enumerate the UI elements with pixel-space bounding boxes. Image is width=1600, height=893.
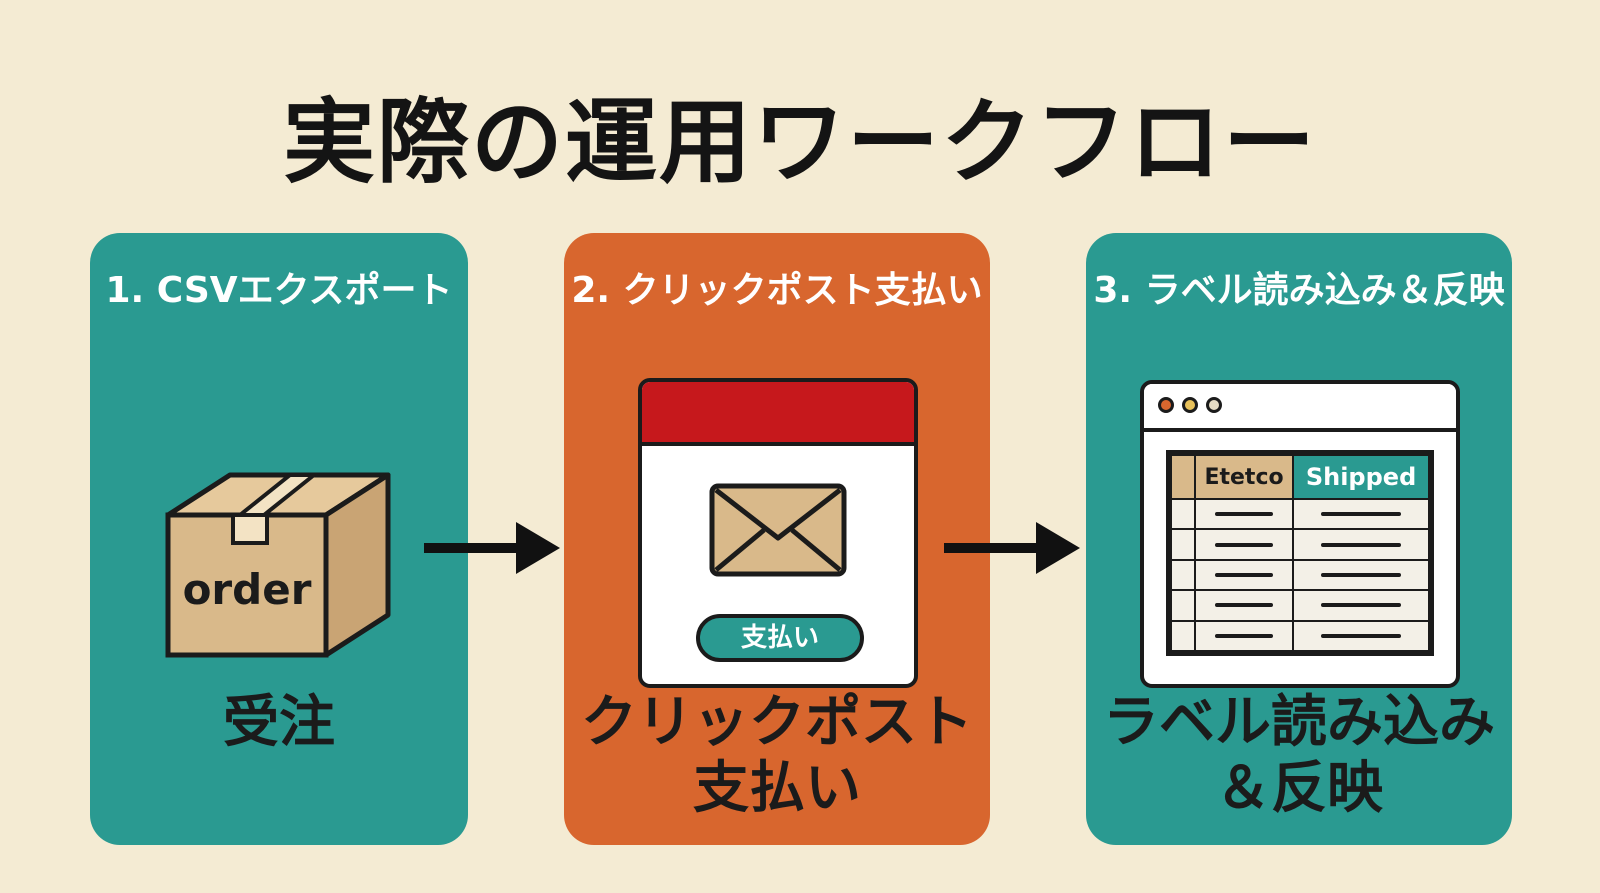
table-row bbox=[1170, 619, 1430, 653]
step-card-1: 1. CSVエクスポート order 受注 bbox=[90, 233, 468, 845]
window-header bbox=[642, 382, 914, 446]
window-maximize-dot-icon bbox=[1206, 397, 1222, 413]
step-caption-2-line2: 支払い bbox=[693, 756, 861, 821]
table-row bbox=[1170, 558, 1430, 592]
pay-button[interactable]: 支払い bbox=[696, 614, 864, 662]
window-close-dot-icon bbox=[1158, 397, 1174, 413]
package-box-icon bbox=[165, 472, 391, 658]
window-minimize-dot-icon bbox=[1182, 397, 1198, 413]
package-label: order bbox=[182, 565, 312, 614]
step-caption-3-line2: ＆反映 bbox=[1215, 756, 1383, 821]
step-label-1: 1. CSVエクスポート bbox=[105, 270, 453, 311]
label-table: Etetco Shipped bbox=[1170, 454, 1430, 653]
table-header-cell: Shipped bbox=[1292, 454, 1430, 500]
arrow-right-icon bbox=[424, 522, 560, 574]
spreadsheet-window: Etetco Shipped bbox=[1140, 380, 1460, 688]
payment-window: 支払い bbox=[638, 378, 918, 688]
step-label-2: 2. クリックポスト支払い bbox=[571, 270, 983, 311]
table-header-row: Etetco Shipped bbox=[1170, 454, 1430, 500]
step-caption-2-line1: クリックポスト bbox=[581, 690, 973, 755]
step-caption-3-line1: ラベル読み込み bbox=[1103, 690, 1495, 755]
label-sheet: Etetco Shipped bbox=[1166, 450, 1434, 656]
table-row bbox=[1170, 528, 1430, 561]
page-title: 実際の運用ワークフロー bbox=[282, 89, 1317, 196]
table-header-cell: Etetco bbox=[1193, 454, 1295, 500]
step-caption-1: 受注 bbox=[223, 690, 335, 755]
envelope-icon bbox=[709, 483, 847, 577]
step-label-3: 3. ラベル読み込み＆反映 bbox=[1093, 270, 1505, 311]
table-row bbox=[1170, 589, 1430, 622]
table-row bbox=[1170, 497, 1430, 531]
window-title-bar bbox=[1144, 384, 1456, 432]
arrow-right-icon bbox=[944, 522, 1080, 574]
